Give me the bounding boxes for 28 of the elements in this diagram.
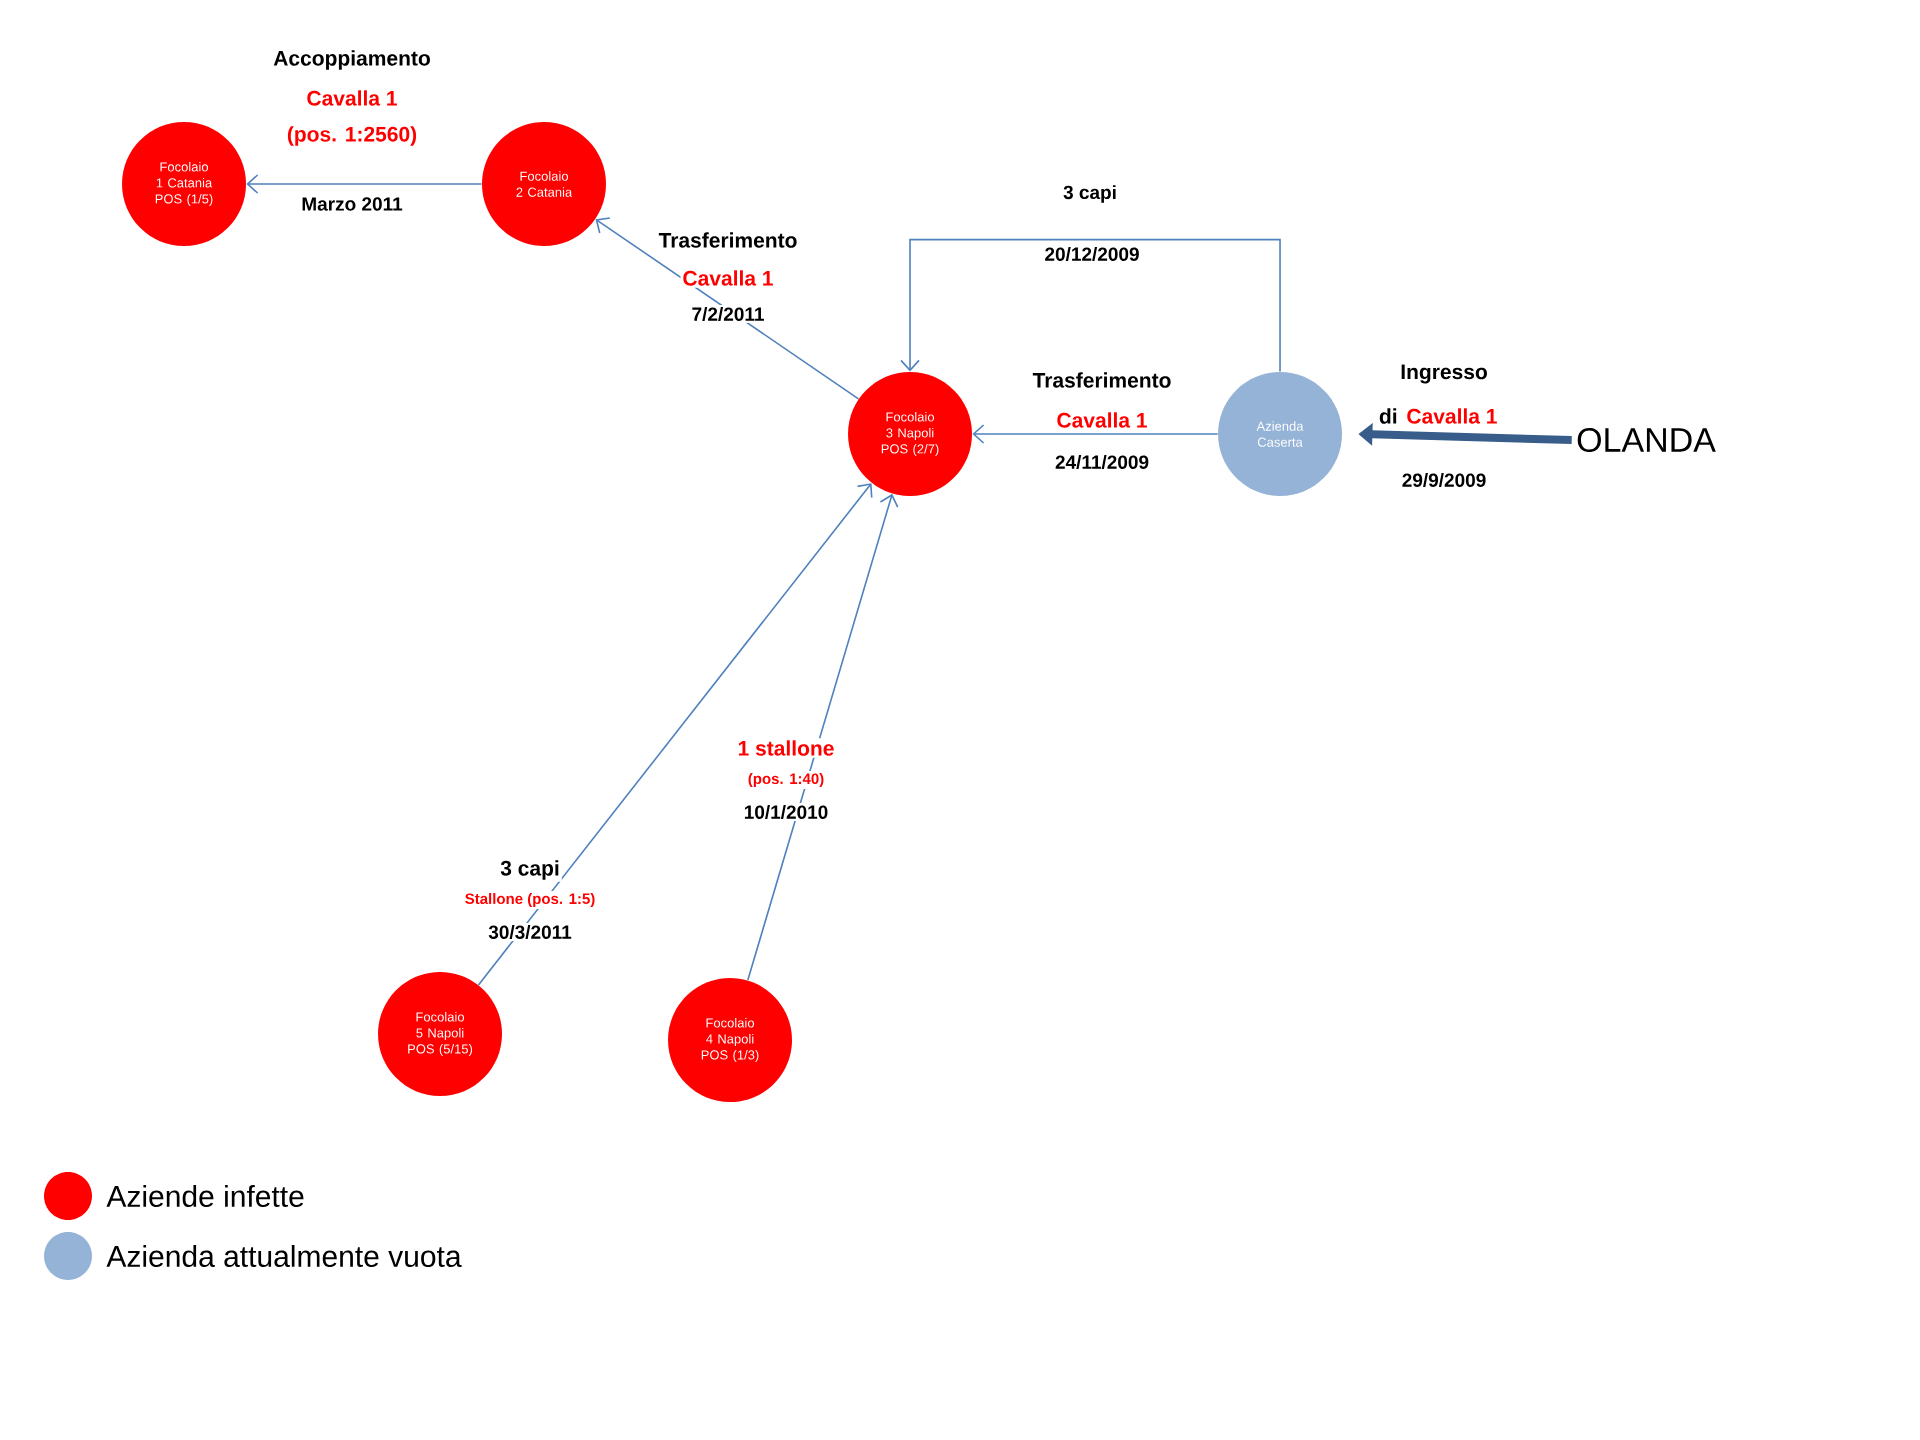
edge-label: 20/12/2009 [1045, 246, 1139, 262]
annotation-text: Trasferimento [658, 232, 797, 248]
annotation-text: Cavalla 1 [307, 90, 397, 106]
edge-label: 24/11/2009 [1055, 454, 1149, 470]
arrow [972, 424, 1219, 444]
arrow [477, 483, 873, 986]
annotation-text: 3 capi [500, 860, 559, 880]
annotation-text: Trasferimento [1032, 372, 1171, 388]
legend-text: Azienda attualmente vuota [106, 1245, 462, 1267]
arrow [747, 493, 899, 981]
annotation-text: (pos. 1:2560) [287, 126, 417, 146]
annotation-text: di [1379, 408, 1397, 424]
annotation-text: 1 stallone [738, 740, 834, 756]
edge-label: 29/9/2009 [1402, 472, 1486, 488]
edge-label: Marzo 2011 [302, 197, 403, 211]
annotation-text: 3 capi [1063, 185, 1116, 203]
edge-label: 7/2/2011 [692, 306, 764, 322]
annotation-text: Ingresso [1401, 364, 1487, 384]
legend-text: Aziende infette [106, 1185, 304, 1207]
edge-label: 10/1/2010 [744, 804, 828, 820]
annotation-text: Cavalla 1 [1057, 412, 1147, 428]
annotation-text: Accoppiamento [273, 50, 430, 70]
arrow [246, 174, 483, 194]
annotation-text: Cavalla 1 [683, 270, 773, 286]
country-label: OLANDA [1577, 427, 1716, 453]
arrow [900, 238, 1281, 373]
annotation-text: Cavalla 1 [1407, 408, 1497, 424]
edge-label: 30/3/2011 [488, 924, 572, 940]
